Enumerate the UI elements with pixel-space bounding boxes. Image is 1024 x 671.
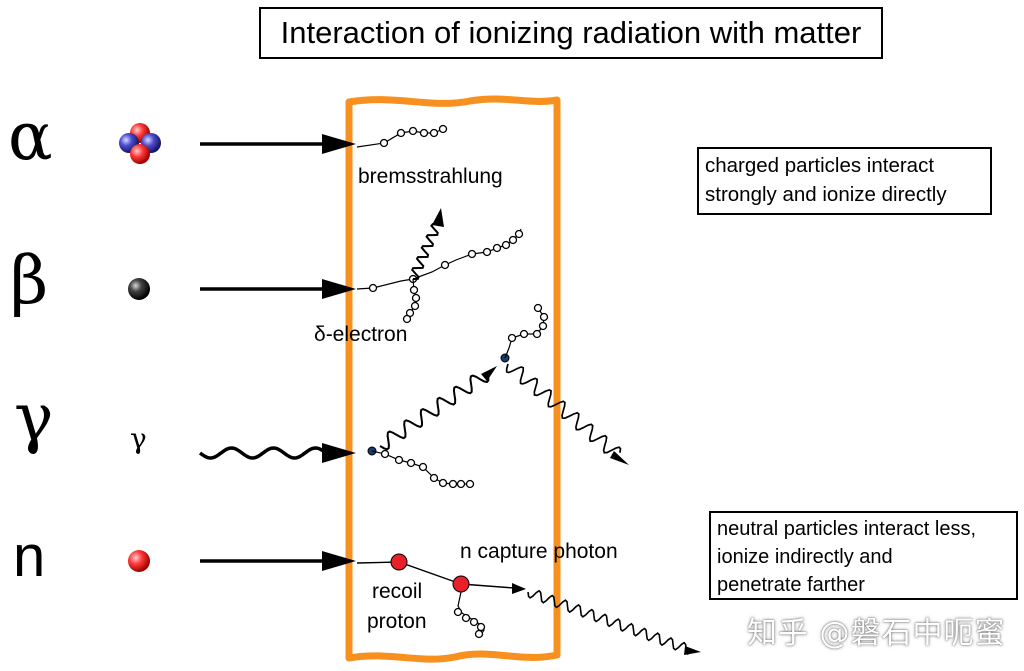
charged-particles-note: charged particles interact strongly and … (697, 147, 992, 215)
neutron-beam (200, 551, 356, 571)
bremsstrahlung-photon (411, 208, 444, 280)
proton-label: proton (367, 610, 427, 633)
charged-note-line-2: strongly and ionize directly (705, 183, 947, 206)
gamma-electron-track (371, 303, 549, 489)
beta-track (356, 228, 524, 324)
alpha-symbol: α (8, 98, 53, 175)
recoil-label: recoil (372, 580, 423, 603)
bremsstrahlung-label: bremsstrahlung (358, 165, 503, 188)
page-title: Interaction of ionizing radiation with m… (259, 7, 883, 59)
neutron-symbol: n (13, 524, 46, 589)
neutral-note-line-1: neutral particles interact less, (717, 518, 977, 540)
neutron-particle-icon (128, 550, 150, 572)
n-capture-photon-label: n capture photon (460, 540, 618, 563)
charged-note-line-1: charged particles interact (705, 154, 935, 177)
neutron-track (356, 553, 701, 656)
gamma-scatter (367, 353, 629, 465)
gamma-small-symbol: γ (130, 422, 147, 455)
delta-electron-label: δ-electron (314, 323, 408, 346)
matter-slab (345, 95, 561, 663)
alpha-track (356, 124, 448, 148)
alpha-particle-icon (119, 123, 161, 164)
neutral-particles-note: neutral particles interact less, ionize … (709, 511, 1018, 600)
gamma-symbol: γ (14, 379, 54, 456)
neutral-note-line-3: penetrate farther (717, 574, 865, 596)
alpha-beam (200, 134, 356, 154)
beta-particle-icon (128, 278, 150, 300)
gamma-beam (198, 443, 356, 463)
beta-beam (200, 279, 356, 299)
watermark: 知乎 @磐石中呃蜜 (747, 616, 1006, 651)
neutral-note-line-2: ionize indirectly and (717, 546, 893, 568)
beta-symbol: β (10, 242, 49, 319)
